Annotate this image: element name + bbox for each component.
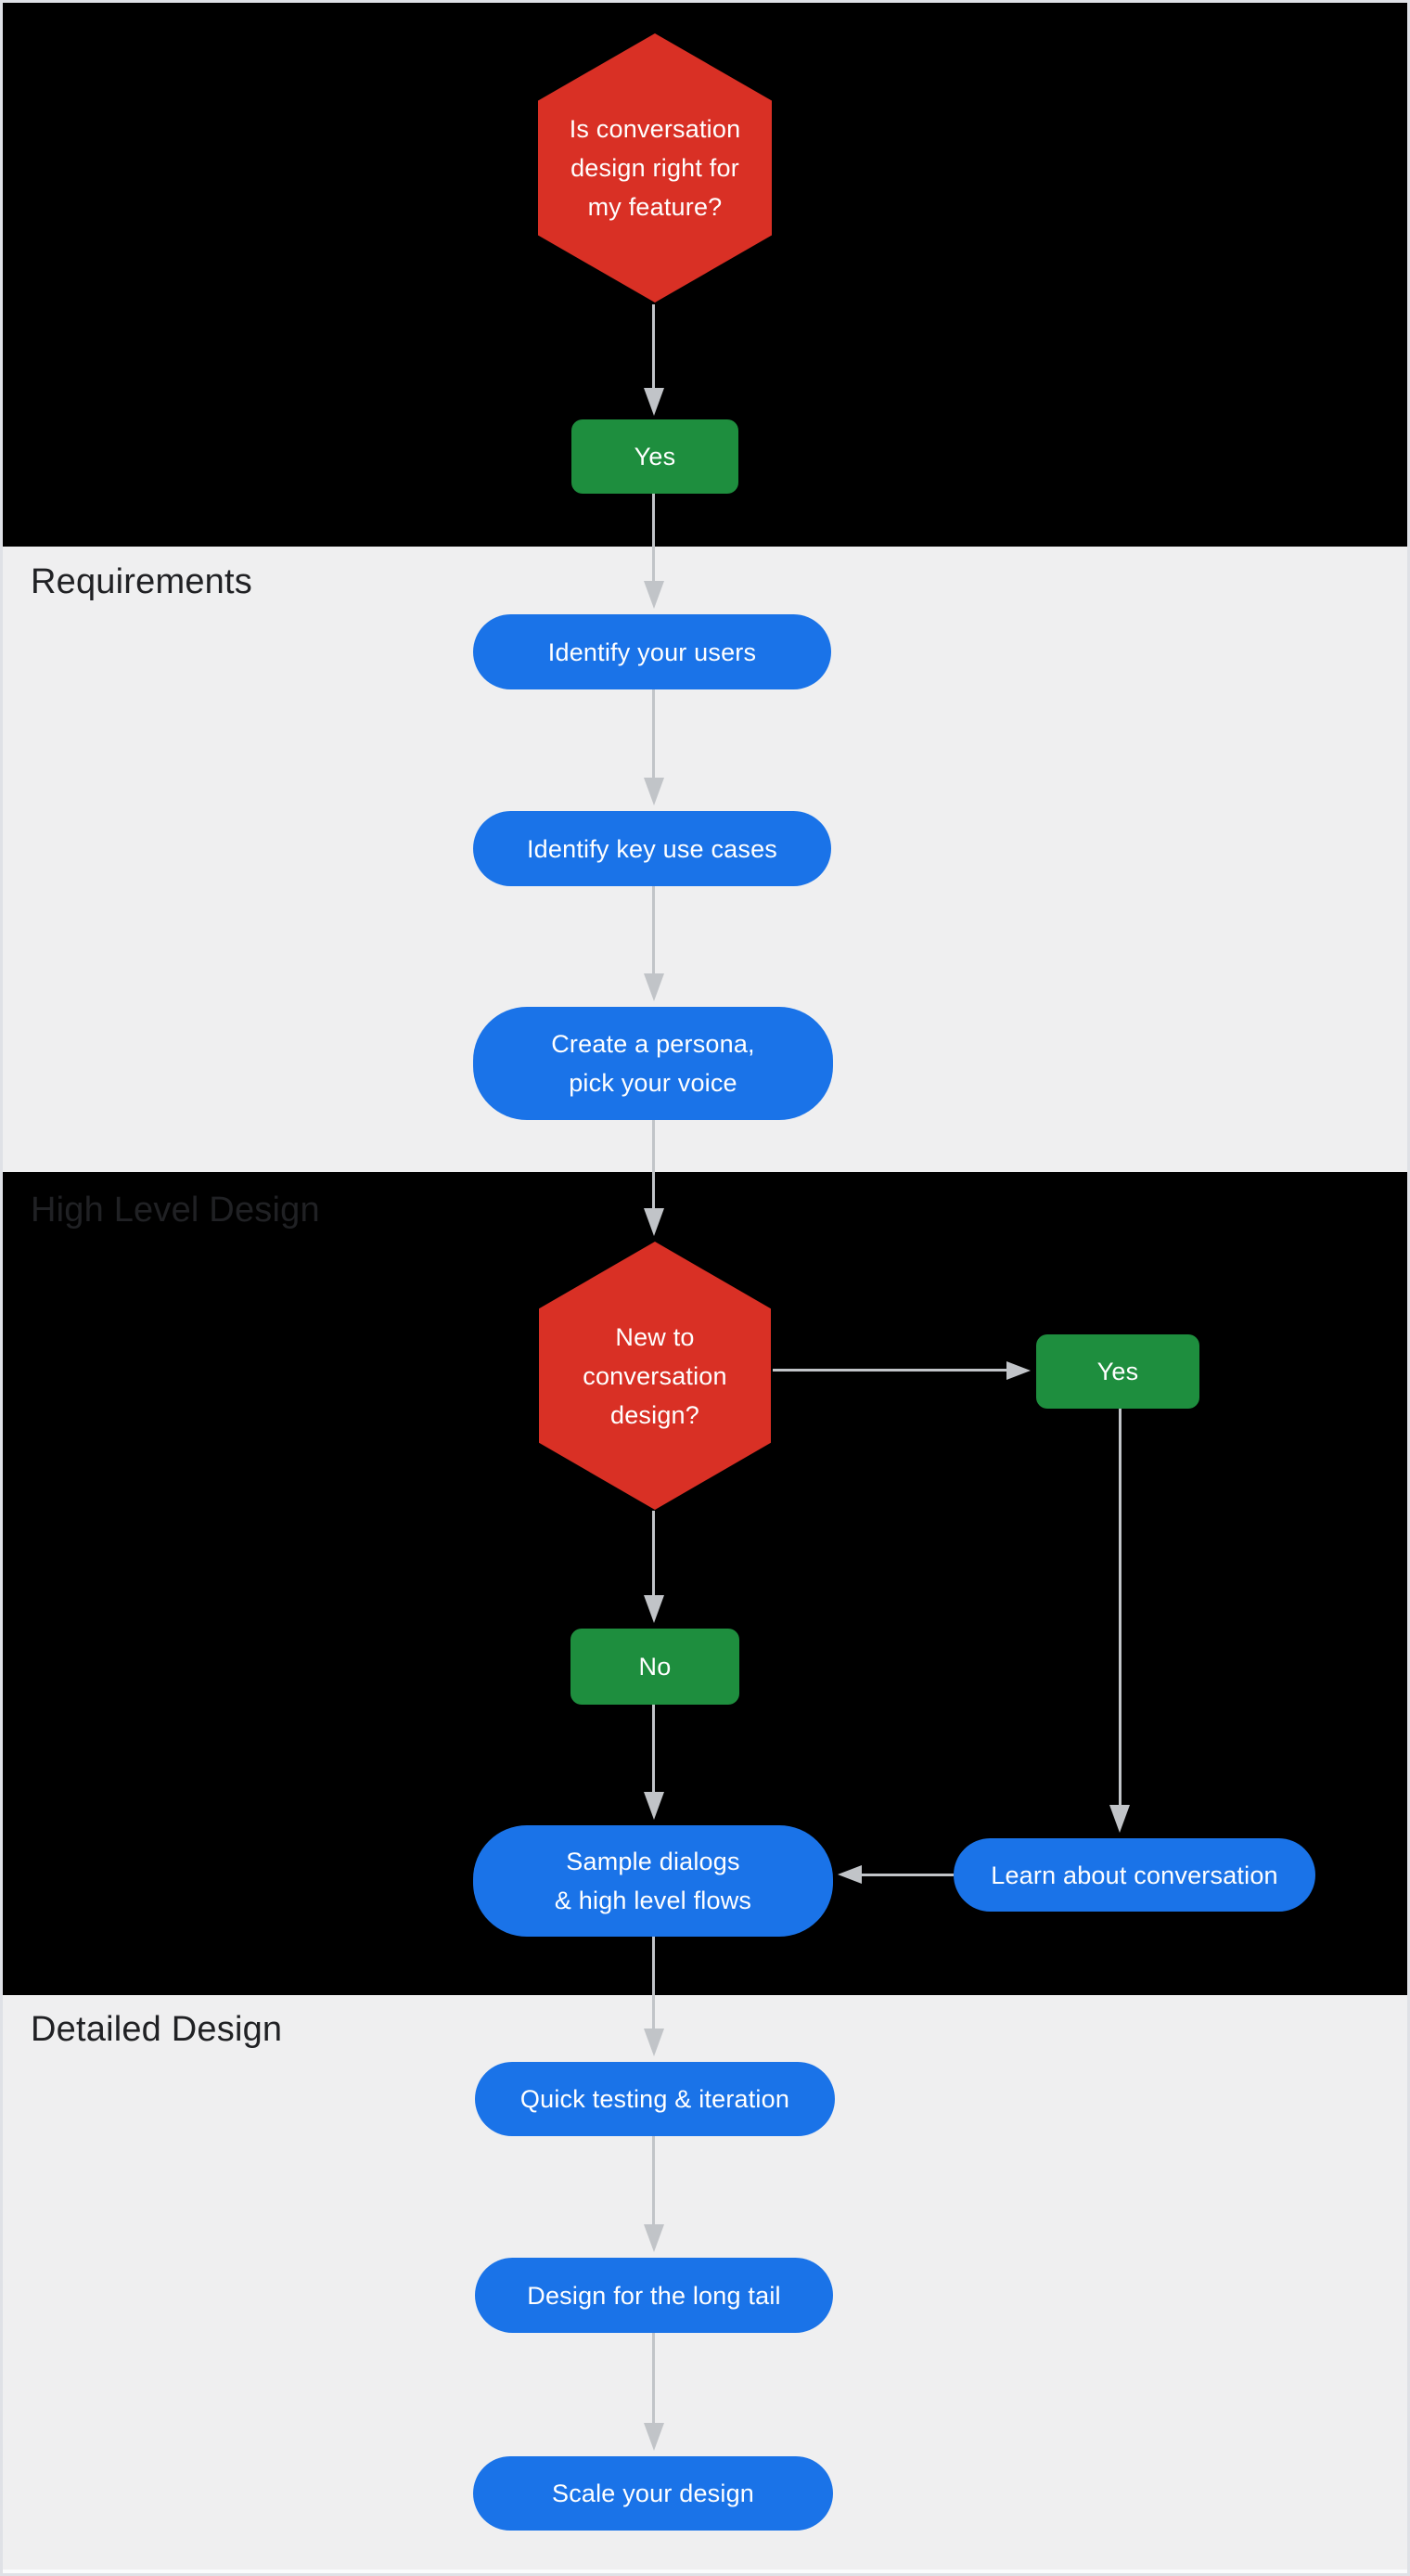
hexagon-shape — [539, 1242, 771, 1510]
step-identify-key-use-cases[interactable]: Identify key use cases — [473, 811, 831, 886]
arrow-use-cases-to-persona-head — [644, 973, 664, 1001]
arrow-learn-to-sample-dialogs-head — [838, 1865, 862, 1884]
arrow-new-decision-to-no-line — [652, 1511, 655, 1595]
arrow-sample-to-quick-testing-line — [652, 1937, 655, 2029]
decision-new-label: New to conversation design? — [583, 1322, 727, 1429]
arrow-persona-to-new-decision-line — [652, 1120, 655, 1208]
arrow-new-decision-to-no-head — [644, 1595, 664, 1623]
section-label-requirements: Requirements — [31, 562, 252, 601]
step-sample-dialogs[interactable]: Sample dialogs & high level flows — [473, 1825, 833, 1937]
step-learn-about-conversation[interactable]: Learn about conversation — [954, 1838, 1315, 1912]
arrow-new-decision-to-yes-head — [1006, 1361, 1031, 1380]
step-identify-your-users[interactable]: Identify your users — [473, 614, 831, 689]
arrow-yes-to-learn-line — [1119, 1409, 1122, 1805]
step-quick-testing-label: Quick testing & iteration — [519, 2085, 790, 2113]
arrow-persona-to-new-decision-head — [644, 1208, 664, 1236]
arrow-yes-to-identify-users-head — [644, 581, 664, 609]
arrow-new-decision-to-yes-line — [773, 1369, 1006, 1372]
yes-button-new-label: Yes — [1096, 1358, 1139, 1385]
step-create-persona[interactable]: Create a persona, pick your voice — [473, 1007, 833, 1120]
arrow-learn-to-sample-dialogs-line — [862, 1874, 954, 1876]
arrow-sample-to-quick-testing-head — [644, 2029, 664, 2056]
step-sample-dialogs-label: Sample dialogs & high level flows — [554, 1848, 752, 1914]
arrow-start-to-yes-head — [644, 388, 664, 416]
arrow-long-tail-to-scale-head — [644, 2423, 664, 2451]
decision-is-conversation-design-right: Is conversation design right for my feat… — [538, 33, 772, 303]
step-identify-your-users-label: Identify your users — [547, 638, 757, 666]
arrow-start-to-yes-line — [652, 304, 655, 388]
decision-start-label: Is conversation design right for my feat… — [569, 115, 741, 221]
arrow-no-to-sample-dialogs-line — [652, 1705, 655, 1792]
arrow-quick-testing-to-long-tail-line — [652, 2136, 655, 2224]
step-scale-your-design-label: Scale your design — [551, 2479, 755, 2507]
step-learn-about-conversation-label: Learn about conversation — [991, 1861, 1278, 1889]
arrow-no-to-sample-dialogs-head — [644, 1792, 664, 1820]
arrow-users-to-use-cases-line — [652, 689, 655, 778]
no-button-new[interactable]: No — [570, 1629, 739, 1705]
step-create-persona-label: Create a persona, pick your voice — [551, 1030, 755, 1097]
arrow-use-cases-to-persona-line — [652, 886, 655, 973]
step-scale-your-design[interactable]: Scale your design — [473, 2456, 833, 2531]
hexagon-shape — [538, 33, 772, 303]
arrow-yes-to-learn-head — [1109, 1805, 1130, 1833]
yes-button-start[interactable]: Yes — [571, 419, 738, 494]
section-label-high-level-design: High Level Design — [31, 1191, 320, 1230]
yes-button-start-label: Yes — [634, 443, 676, 470]
arrow-yes-to-identify-users-line — [652, 494, 655, 581]
decision-new-to-conversation-design: New to conversation design? — [539, 1242, 771, 1510]
arrow-users-to-use-cases-head — [644, 778, 664, 805]
arrow-long-tail-to-scale-line — [652, 2333, 655, 2423]
yes-button-new[interactable]: Yes — [1036, 1334, 1199, 1409]
step-quick-testing[interactable]: Quick testing & iteration — [475, 2062, 835, 2136]
step-identify-key-use-cases-label: Identify key use cases — [526, 834, 778, 863]
step-design-long-tail-label: Design for the long tail — [527, 2281, 781, 2310]
no-button-new-label: No — [638, 1653, 672, 1681]
arrow-quick-testing-to-long-tail-head — [644, 2224, 664, 2252]
bottom-strip — [2, 2570, 1408, 2574]
section-label-detailed-design: Detailed Design — [31, 2010, 283, 2049]
step-design-long-tail[interactable]: Design for the long tail — [475, 2258, 833, 2333]
